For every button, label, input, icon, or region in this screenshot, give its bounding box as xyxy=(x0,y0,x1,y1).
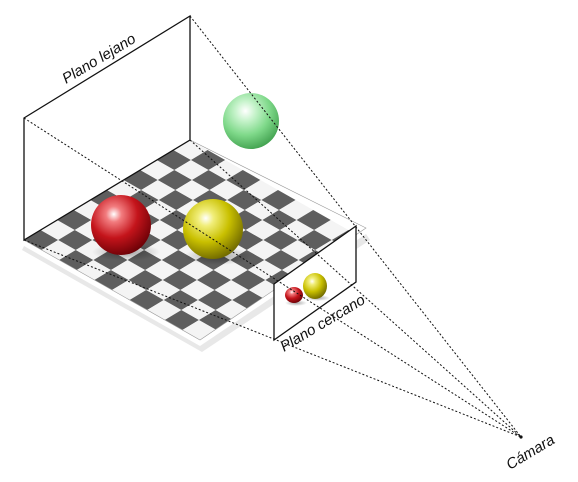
checker-cell xyxy=(164,310,199,330)
checker-cell xyxy=(245,220,280,240)
checker-cell xyxy=(264,250,299,270)
yellow-sphere xyxy=(183,199,243,259)
checker-cell xyxy=(143,220,178,240)
checker-cell xyxy=(246,240,281,260)
checker-cell xyxy=(198,290,233,310)
checker-cell xyxy=(142,200,177,220)
checker-cell xyxy=(181,300,216,320)
red-sphere xyxy=(91,195,151,255)
checker-cell xyxy=(197,270,232,290)
checker-cell xyxy=(244,200,279,220)
checker-cell xyxy=(76,260,111,280)
checker-cell xyxy=(175,180,210,200)
checker-cell xyxy=(281,240,316,260)
checker-cell xyxy=(297,230,332,250)
green-sphere xyxy=(223,93,279,149)
checker-cell xyxy=(146,280,181,300)
checker-cell xyxy=(145,260,180,280)
checker-cell xyxy=(213,260,248,280)
checker-cell xyxy=(180,280,215,300)
checker-cell xyxy=(174,160,209,180)
checker-cell xyxy=(94,270,129,290)
checker-cell xyxy=(112,280,147,300)
checker-cell xyxy=(158,190,193,210)
checker-cell xyxy=(58,230,93,250)
checker-cell xyxy=(214,280,249,300)
checker-cell xyxy=(141,180,176,200)
checker-cell xyxy=(279,200,314,220)
checker-cell xyxy=(41,240,76,260)
checker-cell xyxy=(247,260,282,280)
checker-cell xyxy=(59,250,94,270)
frustum-lines xyxy=(23,15,522,438)
checker-cell xyxy=(209,180,244,200)
checker-cell xyxy=(226,170,261,190)
checker-cell xyxy=(192,170,227,190)
checker-cell xyxy=(128,270,163,290)
checker-cell xyxy=(163,290,198,310)
checker-cell xyxy=(160,230,195,250)
checker-cell xyxy=(157,170,192,190)
near-plane-red-sphere xyxy=(285,287,303,303)
camera-label: Cámara xyxy=(503,431,557,473)
far-plane-label: Plano lejano xyxy=(59,30,139,87)
checker-cell xyxy=(231,270,266,290)
checker-cell xyxy=(144,240,179,260)
checker-cell xyxy=(147,300,182,320)
checker-cell xyxy=(111,260,146,280)
checker-cell xyxy=(227,190,262,210)
checker-cell xyxy=(314,220,349,240)
camera-point xyxy=(519,435,523,439)
checker-cell xyxy=(161,250,196,270)
checker-cell xyxy=(280,220,315,240)
checker-cell xyxy=(243,180,278,200)
checker-cell xyxy=(179,260,214,280)
checker-cell xyxy=(261,190,296,210)
checker-cell xyxy=(124,190,159,210)
checker-cell xyxy=(263,230,298,250)
near-plane-yellow-sphere xyxy=(303,273,327,299)
checker-cell xyxy=(129,290,164,310)
checker-cell xyxy=(191,150,226,170)
checker-cell xyxy=(162,270,197,290)
checker-cell xyxy=(296,210,331,230)
